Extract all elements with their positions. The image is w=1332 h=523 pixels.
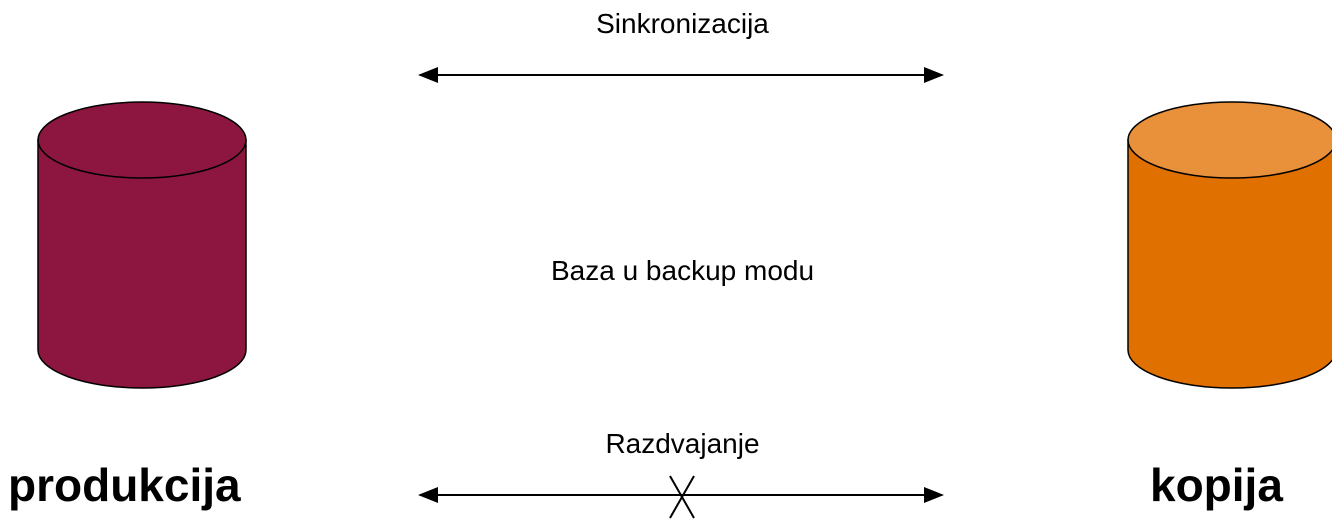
database-icon-produkcija [37,101,247,389]
database-icon-kopija [1127,101,1332,389]
backup-mode-label: Baza u backup modu [550,255,815,286]
kopija-label: kopija [1150,459,1283,511]
split-label: Razdvajanje [605,428,760,459]
sync-label: Sinkronizacija [596,8,769,39]
break-x-icon [669,475,695,519]
produkcija-label: produkcija [8,459,241,511]
